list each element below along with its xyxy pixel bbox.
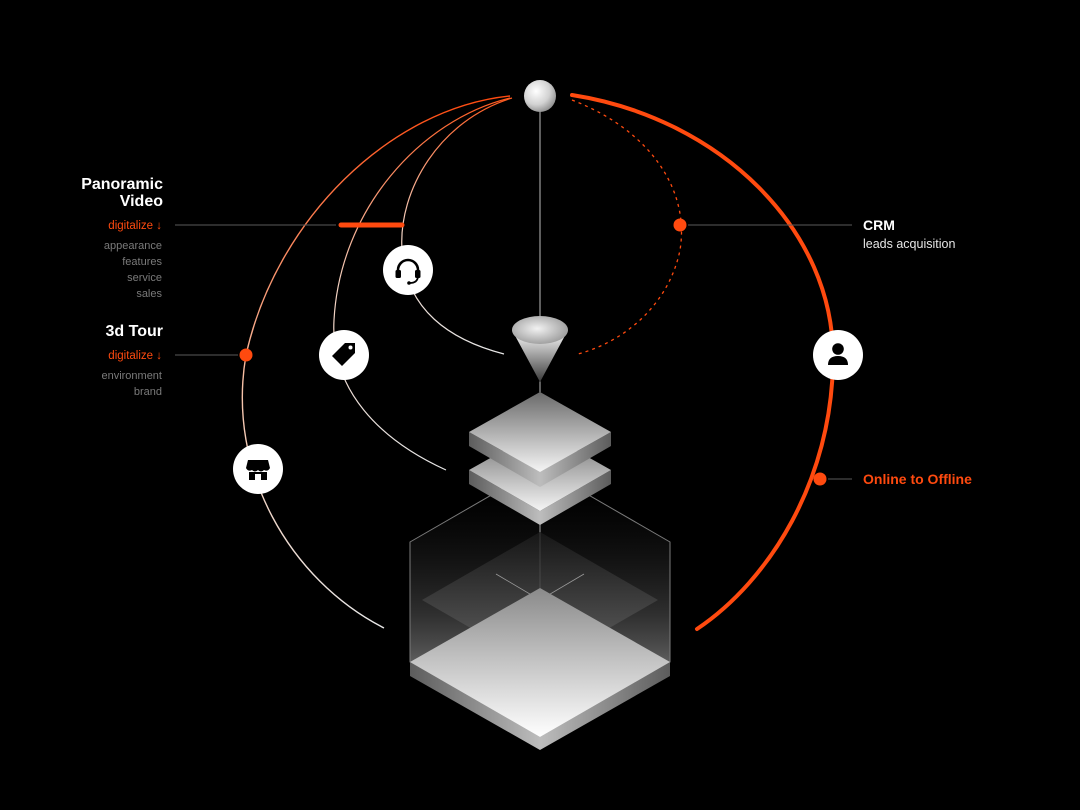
panoramic-item-features: features: [122, 256, 162, 268]
crm-dot: [673, 218, 687, 232]
tour-dot: [239, 348, 253, 362]
panoramic-digitalize-link[interactable]: digitalize ↓: [108, 220, 162, 232]
top-sphere: [524, 80, 556, 112]
inner-arc-1: [333, 97, 511, 471]
panoramic-item-sales: sales: [136, 288, 162, 300]
panoramic-item-service: service: [127, 272, 162, 284]
tour-title: 3d Tour: [105, 323, 163, 340]
inner-arc-2: [401, 97, 513, 355]
user-icon: [813, 330, 863, 380]
crm-title: CRM: [863, 217, 895, 233]
panoramic-title-line2: Video: [119, 193, 163, 210]
panoramic-title-line1: Panoramic: [81, 176, 163, 193]
panoramic-item-appearance: appearance: [103, 240, 162, 252]
o2o-label: Online to Offline: [863, 471, 972, 487]
cone: [512, 316, 568, 382]
tour-item-environment: environment: [101, 370, 162, 382]
tour-item-brand: brand: [133, 386, 162, 398]
base-box: [409, 466, 671, 750]
headset-icon: [383, 245, 433, 295]
tour-digitalize-link[interactable]: digitalize ↓: [108, 350, 162, 362]
o2o-dot: [813, 472, 827, 486]
crm-subtitle: leads acquisition: [863, 237, 956, 251]
inner-arc-dashed: [571, 99, 683, 355]
storefront-icon: [233, 444, 283, 494]
plate-upper: [469, 392, 611, 487]
price-tag-icon: [319, 330, 369, 380]
